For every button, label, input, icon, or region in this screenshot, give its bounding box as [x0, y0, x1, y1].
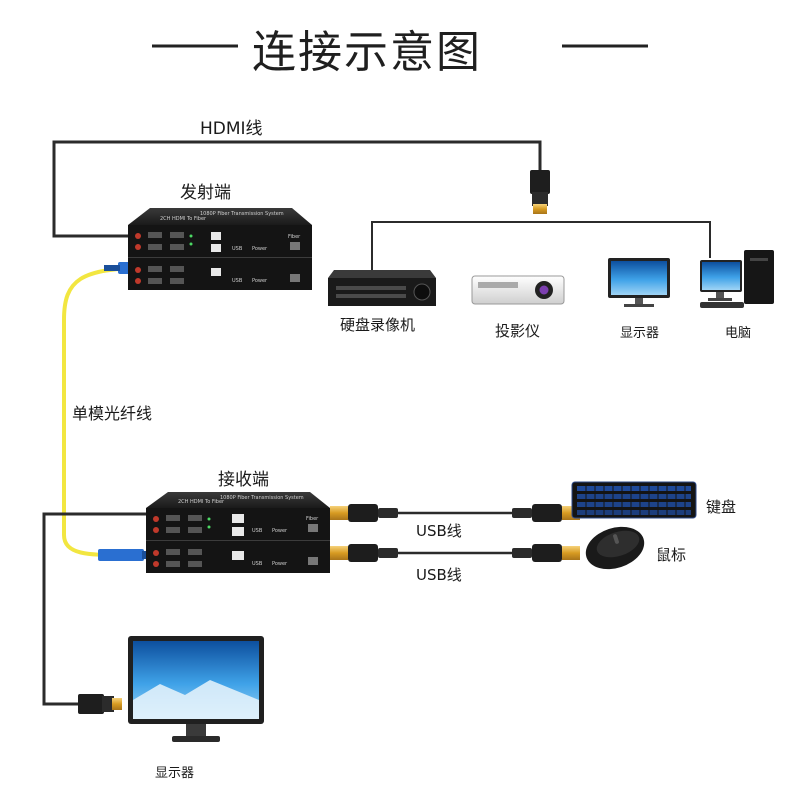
mouse-label: 鼠标	[656, 546, 687, 564]
page-title: 连接示意图	[252, 27, 482, 78]
hdmi-plug-bottom-icon	[78, 694, 122, 714]
svg-text:USB: USB	[232, 246, 243, 252]
usb-cable-1-label: USB线	[416, 522, 462, 540]
fiber-cable-label: 单模光纤线	[72, 404, 153, 423]
hdmi-cable-label: HDMI线	[200, 119, 263, 139]
svg-text:USB: USB	[252, 561, 263, 567]
usb-cable-1	[330, 504, 580, 522]
usb-cable-2-label: USB线	[416, 566, 462, 584]
svg-text:Power: Power	[252, 246, 268, 252]
source-label-dvr: 硬盘录像机	[340, 316, 416, 334]
receiver-label: 接收端	[218, 470, 269, 490]
svg-text:2CH HDMI To Fiber: 2CH HDMI To Fiber	[160, 216, 207, 222]
svg-text:Power: Power	[272, 528, 288, 534]
monitor-source-icon	[608, 258, 670, 307]
monitor-receiver-label: 显示器	[155, 766, 195, 781]
svg-text:Power: Power	[252, 278, 268, 284]
svg-text:1080P Fiber Transmission Syste: 1080P Fiber Transmission System	[200, 211, 284, 217]
keyboard-label: 键盘	[706, 498, 737, 516]
source-label-monitor: 显示器	[620, 326, 660, 341]
source-label-projector: 投影仪	[495, 322, 541, 340]
keyboard-icon	[571, 481, 697, 519]
fiber-connector-bottom-icon	[98, 549, 152, 561]
projector-icon	[471, 275, 565, 305]
computer-icon	[700, 250, 774, 308]
svg-text:1080P Fiber Transmission Syste: 1080P Fiber Transmission System	[220, 495, 304, 501]
dvr-icon	[328, 270, 436, 306]
svg-text:Fiber: Fiber	[288, 234, 301, 240]
usb-cable-2	[330, 544, 580, 562]
fiber-cable	[62, 266, 149, 557]
source-bus-line	[371, 221, 711, 272]
svg-text:Fiber: Fiber	[306, 516, 319, 522]
transmitter-label: 发射端	[180, 183, 231, 203]
source-label-computer: 电脑	[725, 326, 752, 341]
transmitter-device: 2CH HDMI To Fiber 1080P Fiber Transmissi…	[128, 208, 312, 290]
mouse-icon	[585, 526, 645, 570]
svg-text:USB: USB	[232, 278, 243, 284]
hdmi-cable-top	[52, 140, 542, 238]
svg-text:USB: USB	[252, 528, 263, 534]
hdmi-plug-top-icon	[530, 170, 550, 214]
monitor-receiver-icon	[128, 636, 264, 742]
svg-text:2CH HDMI To Fiber: 2CH HDMI To Fiber	[178, 499, 225, 505]
hdmi-cable-bottom	[42, 512, 146, 706]
receiver-device: 2CH HDMI To Fiber 1080P Fiber Transmissi…	[146, 492, 330, 573]
svg-text:Power: Power	[272, 561, 288, 567]
